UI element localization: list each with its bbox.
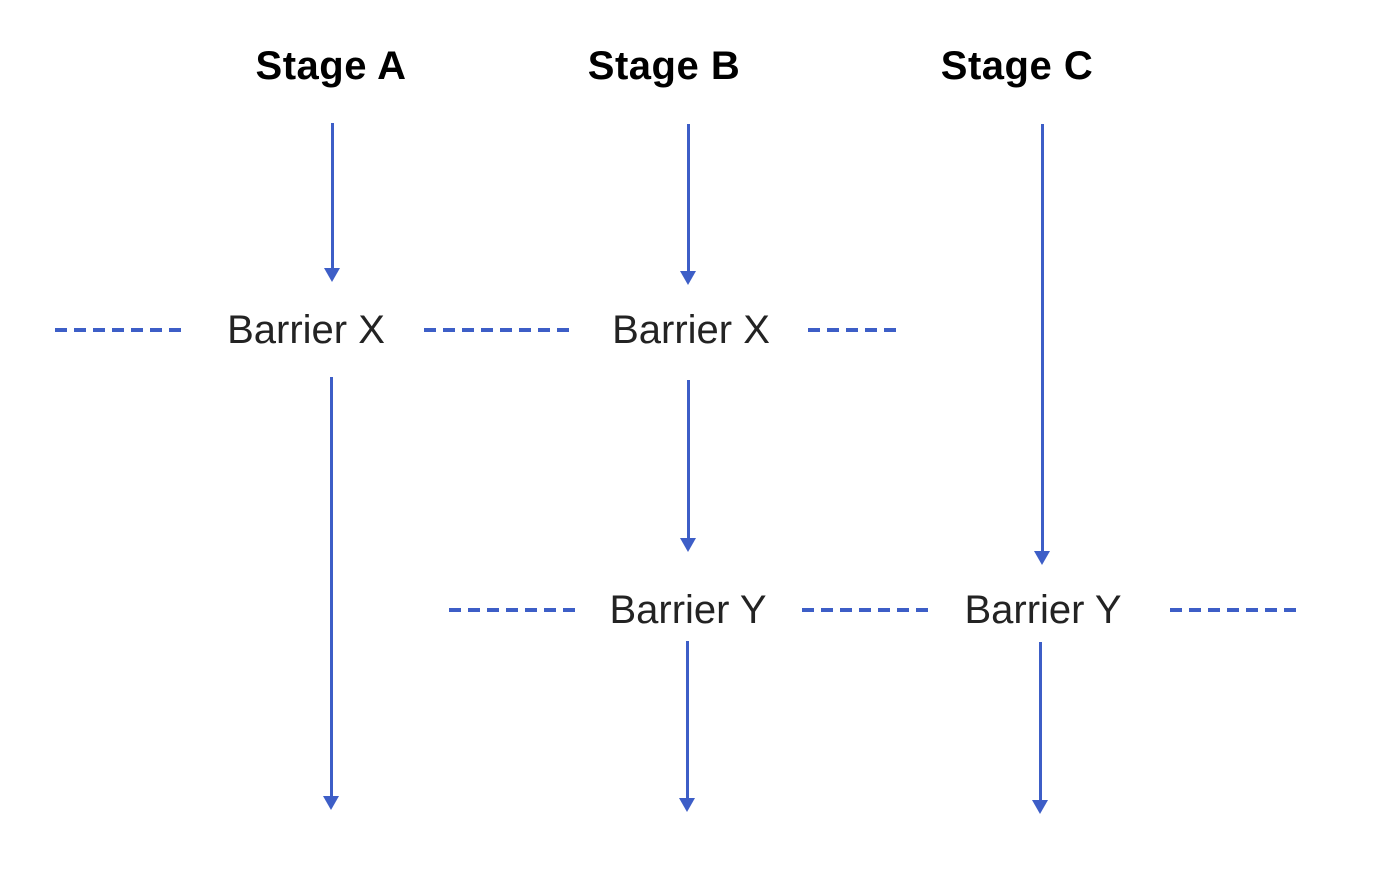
stage-c-arrow-past-barrier-x	[1034, 124, 1050, 565]
stage-c-arrow-to-bottom	[1032, 642, 1048, 814]
stage-b-arrow-to-barrier-x	[680, 124, 696, 285]
arrow-down-icon	[679, 798, 695, 812]
barrier-y-label-stage-b: Barrier Y	[609, 588, 767, 632]
stage-a-arrow-to-barrier-x	[324, 123, 340, 282]
arrow-shaft	[329, 377, 333, 798]
stage-a-arrow-past-barrier-y	[323, 377, 339, 810]
barrier-x-dash-right	[808, 328, 896, 332]
arrow-down-icon	[680, 538, 696, 552]
barrier-y-label-stage-c: Barrier Y	[964, 588, 1122, 632]
arrow-down-icon	[323, 796, 339, 810]
stage-b-title: Stage B	[587, 44, 741, 88]
stage-a-title: Stage A	[255, 44, 407, 88]
stage-c-title: Stage C	[940, 44, 1094, 88]
barrier-x-dash-left	[55, 328, 181, 332]
stage-b-arrow-to-bottom	[679, 641, 695, 812]
arrow-shaft	[1038, 642, 1042, 802]
barrier-x-dash-middle	[424, 328, 569, 332]
arrow-shaft	[685, 641, 689, 800]
barrier-y-dash-middle	[802, 608, 928, 612]
arrow-shaft	[686, 380, 690, 540]
barrier-y-dash-right	[1170, 608, 1296, 612]
barrier-x-label-stage-b: Barrier X	[612, 308, 770, 352]
arrow-shaft	[1040, 124, 1044, 553]
arrow-down-icon	[680, 271, 696, 285]
arrow-down-icon	[1034, 551, 1050, 565]
arrow-down-icon	[1032, 800, 1048, 814]
arrow-down-icon	[324, 268, 340, 282]
arrow-shaft	[330, 123, 334, 270]
barrier-y-dash-left	[449, 608, 575, 612]
barrier-x-label-stage-a: Barrier X	[227, 308, 385, 352]
stage-b-arrow-to-barrier-y	[680, 380, 696, 552]
arrow-shaft	[686, 124, 690, 273]
